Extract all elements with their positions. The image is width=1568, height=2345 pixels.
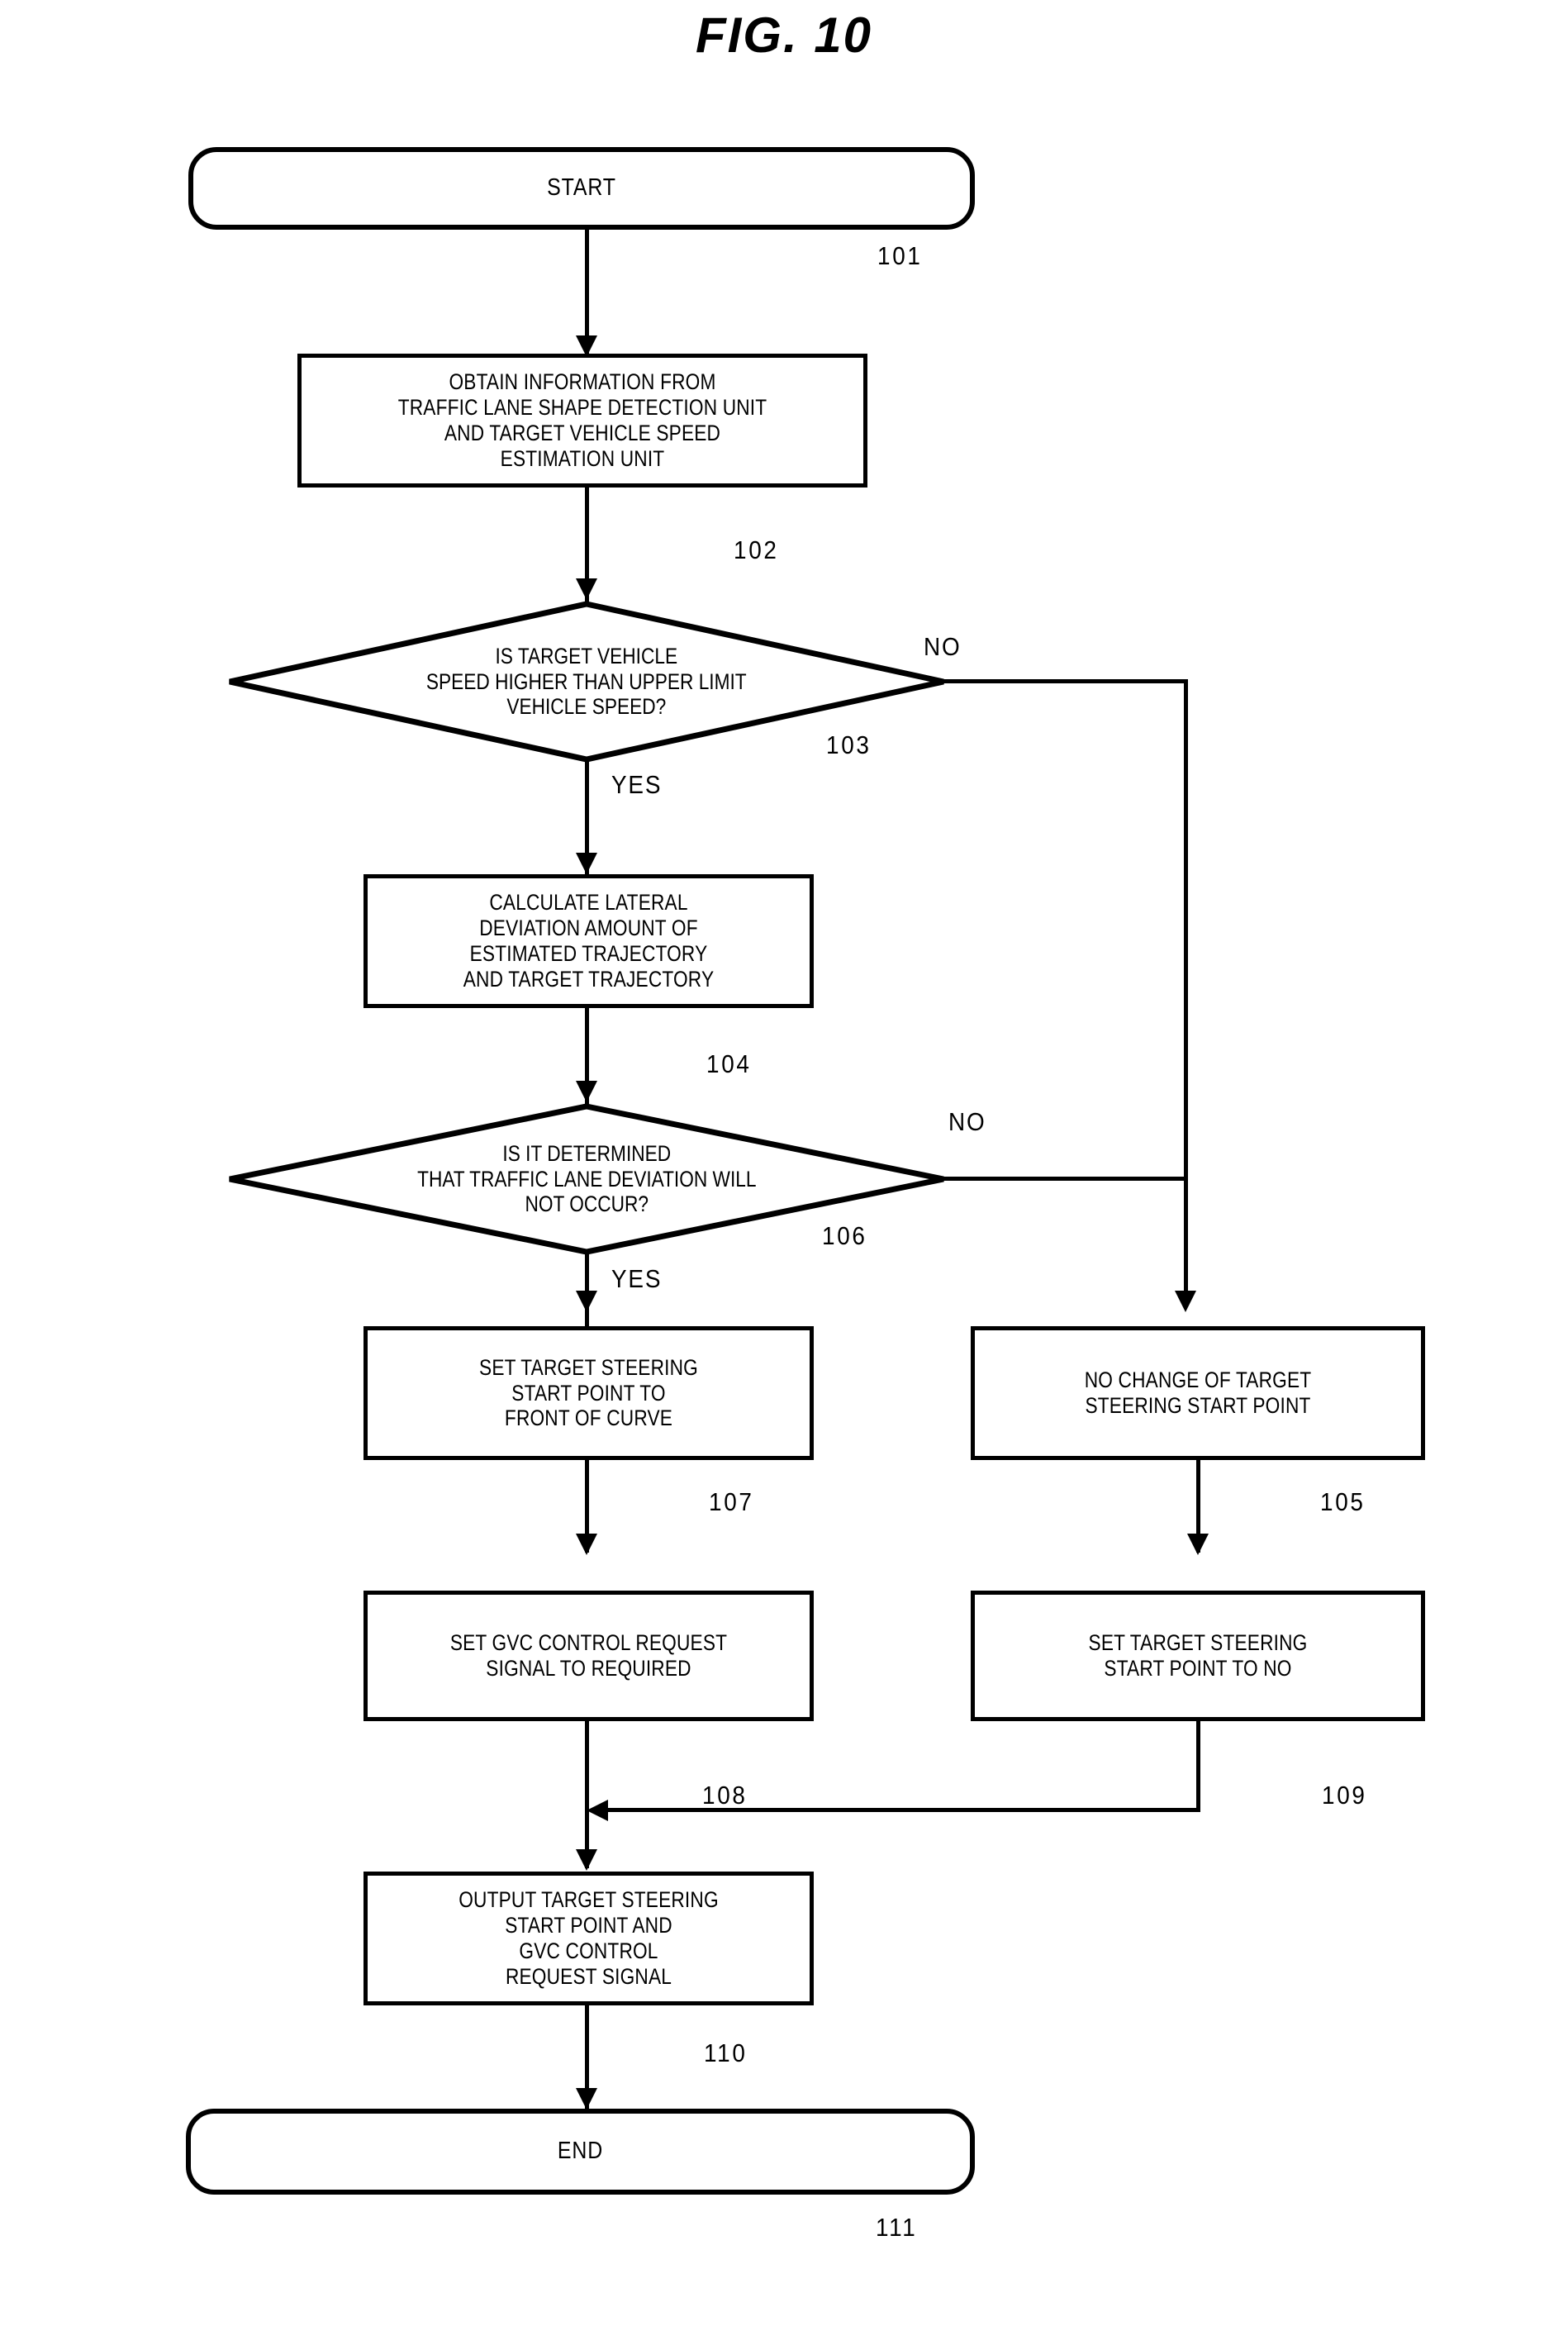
ref-108: 108: [702, 1781, 748, 1810]
node-set-start-point-to-no-label: SET TARGET STEERING START POINT TO NO: [1088, 1630, 1308, 1681]
branch-label-no-103: NO: [924, 632, 962, 661]
node-calculate-lateral-deviation: CALCULATE LATERAL DEVIATION AMOUNT OF ES…: [363, 874, 814, 1008]
diamond-shape-106: [229, 1103, 944, 1255]
node-set-gvc-control-request: SET GVC CONTROL REQUEST SIGNAL TO REQUIR…: [363, 1591, 814, 1721]
arrowhead-102-to-103: [576, 578, 597, 600]
node-set-start-point-front-of-curve-label: SET TARGET STEERING START POINT TO FRONT…: [479, 1354, 698, 1431]
connector-103-no-horizontal: [942, 679, 1188, 683]
arrowhead-109-merge: [587, 1800, 608, 1821]
connector-109-down: [1196, 1721, 1200, 1812]
arrowhead-104-to-106: [576, 1081, 597, 1102]
node-decision-lane-deviation-label: IS IT DETERMINED THAT TRAFFIC LANE DEVIA…: [416, 1140, 757, 1217]
node-start-label: START: [547, 174, 616, 202]
connector-103-to-104: [585, 760, 589, 876]
diamond-shape-103: [229, 601, 944, 763]
arrowhead-106-to-107: [576, 1291, 597, 1312]
connector-start-to-102: [585, 230, 589, 354]
branch-label-no-106: NO: [948, 1107, 986, 1136]
node-decision-lane-deviation: IS IT DETERMINED THAT TRAFFIC LANE DEVIA…: [227, 1103, 946, 1255]
ref-110: 110: [704, 2038, 748, 2067]
arrowhead-105-to-109: [1187, 1534, 1209, 1555]
node-obtain-information: OBTAIN INFORMATION FROM TRAFFIC LANE SHA…: [297, 354, 867, 488]
arrowhead-no-to-105: [1175, 1291, 1196, 1312]
ref-103: 103: [826, 730, 872, 759]
node-no-change-of-target-start-point-label: NO CHANGE OF TARGET STEERING START POINT: [1084, 1368, 1312, 1418]
node-end-label: END: [557, 2138, 604, 2165]
node-start: START: [188, 147, 975, 230]
node-set-start-point-front-of-curve: SET TARGET STEERING START POINT TO FRONT…: [363, 1326, 814, 1460]
ref-101: 101: [877, 241, 923, 270]
connector-106-no-horizontal: [942, 1177, 1188, 1181]
arrowhead-108-to-110: [576, 1849, 597, 1871]
branch-label-yes-106: YES: [611, 1264, 663, 1293]
node-decision-target-speed: IS TARGET VEHICLE SPEED HIGHER THAN UPPE…: [227, 601, 946, 763]
figure-title: FIG. 10: [695, 7, 873, 63]
arrowhead-103-to-104: [576, 853, 597, 874]
node-obtain-information-label: OBTAIN INFORMATION FROM TRAFFIC LANE SHA…: [397, 369, 767, 471]
arrowhead-110-to-end: [576, 2088, 597, 2110]
node-output-target-steering: OUTPUT TARGET STEERING START POINT AND G…: [363, 1872, 814, 2005]
connector-102-to-103: [585, 488, 589, 603]
ref-107: 107: [709, 1487, 754, 1516]
connector-103-no-vertical: [1184, 679, 1188, 1307]
node-set-gvc-control-request-label: SET GVC CONTROL REQUEST SIGNAL TO REQUIR…: [449, 1630, 728, 1681]
arrowhead-107-to-108: [576, 1534, 597, 1555]
ref-109: 109: [1322, 1781, 1367, 1810]
connector-110-to-end: [585, 2005, 589, 2110]
node-end: END: [186, 2109, 975, 2195]
node-no-change-of-target-start-point: NO CHANGE OF TARGET STEERING START POINT: [971, 1326, 1425, 1460]
branch-label-yes-103: YES: [611, 770, 663, 799]
node-output-target-steering-label: OUTPUT TARGET STEERING START POINT AND G…: [459, 1887, 719, 1989]
connector-105-to-109: [1196, 1460, 1200, 1553]
node-calculate-lateral-deviation-label: CALCULATE LATERAL DEVIATION AMOUNT OF ES…: [463, 890, 715, 992]
connector-104-to-106: [585, 1008, 589, 1107]
node-set-start-point-to-no: SET TARGET STEERING START POINT TO NO: [971, 1591, 1425, 1721]
ref-102: 102: [734, 535, 779, 564]
ref-104: 104: [706, 1049, 752, 1078]
connector-109-to-main-horizontal: [606, 1808, 1199, 1812]
arrowhead-start-to-102: [576, 335, 597, 357]
node-decision-target-speed-label: IS TARGET VEHICLE SPEED HIGHER THAN UPPE…: [426, 643, 747, 720]
connector-107-to-108: [585, 1460, 589, 1553]
ref-111: 111: [876, 2213, 918, 2242]
ref-105: 105: [1320, 1487, 1366, 1516]
connector-108-to-110: [585, 1721, 589, 1868]
ref-106: 106: [822, 1221, 867, 1250]
